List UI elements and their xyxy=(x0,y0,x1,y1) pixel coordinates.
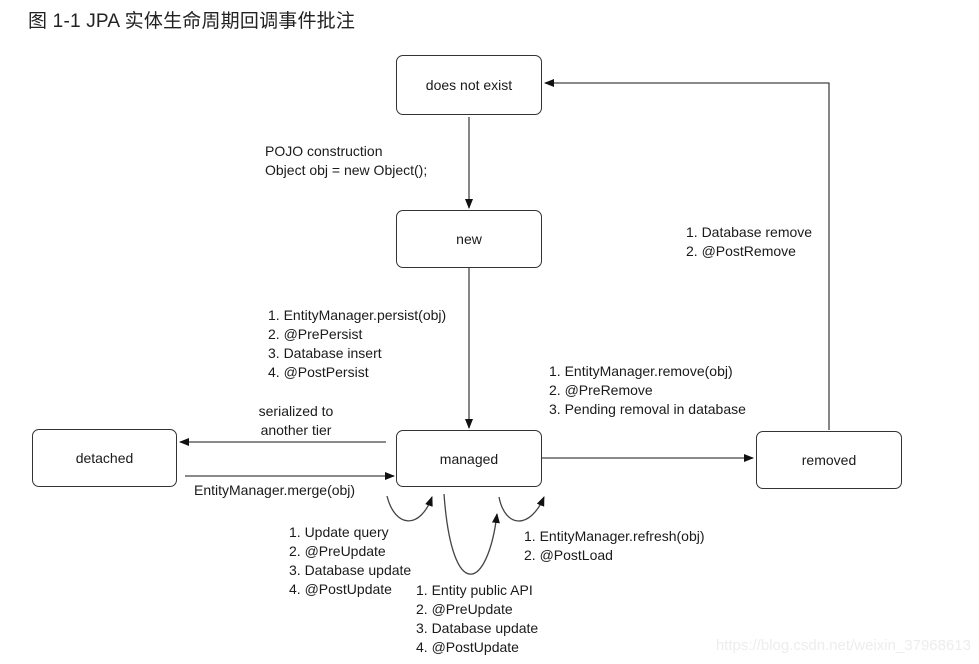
label-db-remove: 1. Database remove 2. @PostRemove xyxy=(686,224,813,259)
edge-refresh-loop xyxy=(498,496,545,522)
label-serialize: serialized to another tier xyxy=(258,403,334,438)
label-merge: EntityManager.merge(obj) xyxy=(194,482,356,498)
label-update-query: 1. Update query 2. @PreUpdate 3. Databas… xyxy=(289,524,412,597)
label-persist: 1. EntityManager.persist(obj) 2. @PrePer… xyxy=(268,307,447,380)
label-public-api: 1. Entity public API 2. @PreUpdate 3. Da… xyxy=(416,582,539,655)
figure-title: 图 1-1 JPA 实体生命周期回调事件批注 xyxy=(28,11,356,32)
edge-update-query-loop xyxy=(386,495,433,522)
state-new-label: new xyxy=(456,231,482,247)
state-does-not-exist-label: does not exist xyxy=(425,77,513,93)
edge-public-api-loop xyxy=(443,493,500,575)
state-detached-label: detached xyxy=(75,450,134,466)
label-remove: 1. EntityManager.remove(obj) 2. @PreRemo… xyxy=(549,363,746,417)
state-managed: managed xyxy=(396,430,542,487)
state-new: new xyxy=(396,210,542,268)
state-detached: detached xyxy=(32,429,177,487)
label-construction: POJO construction Object obj = new Objec… xyxy=(265,143,428,178)
state-removed: removed xyxy=(756,431,902,489)
edge-db-remove xyxy=(544,79,830,430)
label-refresh: 1. EntityManager.refresh(obj) 2. @PostLo… xyxy=(524,528,705,563)
watermark: https://blog.csdn.net/weixin_37968613 xyxy=(715,637,971,654)
state-managed-label: managed xyxy=(439,450,499,467)
state-removed-label: removed xyxy=(801,452,857,468)
state-does-not-exist: does not exist xyxy=(396,55,542,115)
